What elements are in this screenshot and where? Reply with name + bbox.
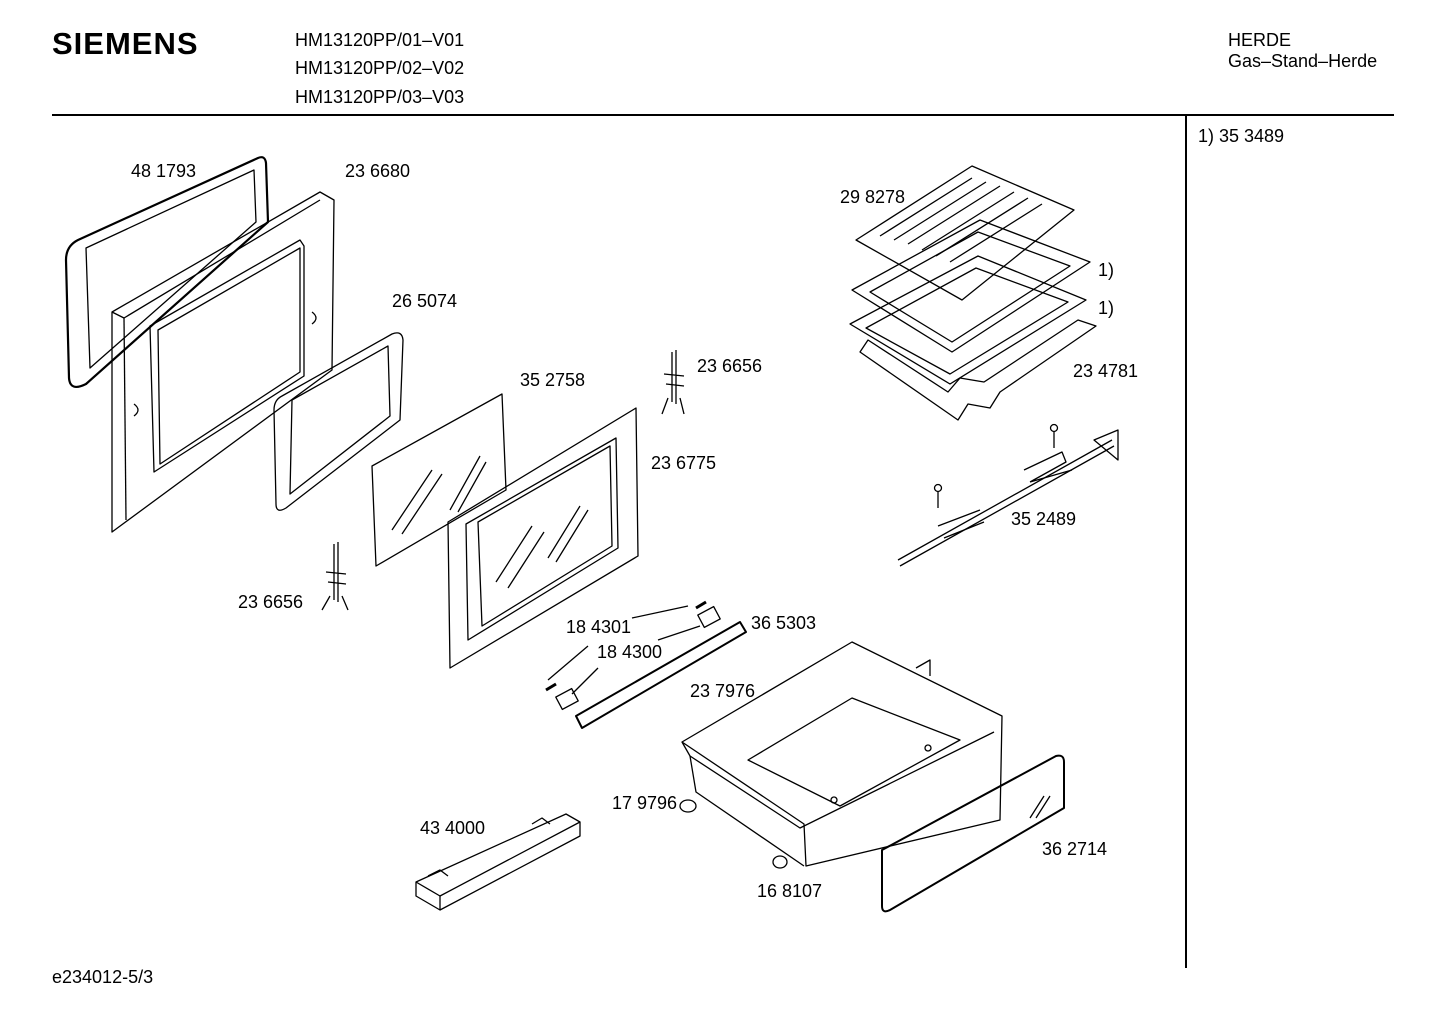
- baking-tray-lower-drawing: [849, 255, 1087, 385]
- door-handle-drawing: [545, 600, 747, 729]
- drawer-foot-drawing: [679, 799, 788, 869]
- part-label-298278: 29 8278: [840, 187, 906, 207]
- cover-strip-drawing: [415, 813, 581, 911]
- part-label-352489: 35 2489: [1011, 509, 1077, 529]
- part-label-236775: 23 6775: [651, 453, 717, 473]
- category-title: HERDE: [1228, 30, 1292, 50]
- part-label-236656-top: 23 6656: [697, 356, 763, 376]
- part-label-236680: 23 6680: [345, 161, 411, 181]
- inner-door-panel-drawing: [111, 191, 335, 533]
- part-label-352758: 35 2758: [520, 370, 586, 390]
- part-label-168107: 16 8107: [757, 881, 823, 901]
- footnote-1: 1) 35 3489: [1198, 126, 1285, 146]
- part-label-184301: 18 4301: [566, 617, 632, 637]
- part-ref-1-lower: 1): [1098, 298, 1115, 318]
- rotisserie-spit-drawing: [897, 423, 1119, 567]
- brand-logo: SIEMENS: [52, 26, 199, 61]
- inner-glass-drawing: [273, 332, 404, 511]
- baking-tray-upper-drawing: [851, 219, 1091, 353]
- hinge-bottom-drawing: [321, 542, 349, 611]
- part-label-237976: 23 7976: [690, 681, 756, 701]
- leader-lines: [547, 605, 701, 695]
- part-ref-1-upper: 1): [1098, 260, 1115, 280]
- part-label-434000: 43 4000: [420, 818, 486, 838]
- part-label-184300: 18 4300: [597, 642, 663, 662]
- model-number-3: HM13120PP/03–V03: [295, 87, 465, 107]
- category-subtitle: Gas–Stand–Herde: [1228, 51, 1378, 71]
- part-label-179796: 17 9796: [612, 793, 678, 813]
- model-number-1: HM13120PP/01–V01: [295, 30, 465, 50]
- part-label-234781: 23 4781: [1073, 361, 1139, 381]
- glass-pane-drawing: [371, 393, 507, 567]
- door-seal-drawing: [64, 156, 270, 389]
- part-label-236656-bottom: 23 6656: [238, 592, 304, 612]
- part-label-365303: 36 5303: [751, 613, 817, 633]
- grease-tray-drawing: [859, 319, 1097, 421]
- model-number-2: HM13120PP/02–V02: [295, 58, 465, 78]
- storage-drawer-drawing: [681, 641, 1003, 867]
- header-divider: [52, 114, 1394, 116]
- drawing-code: e234012-5/3: [52, 967, 154, 987]
- drawer-front-drawing: [881, 754, 1065, 913]
- notes-divider: [1185, 116, 1187, 968]
- hinge-top-drawing: [661, 350, 685, 415]
- outer-door-drawing: [447, 407, 639, 669]
- oven-rack-drawing: [855, 165, 1075, 301]
- part-label-362714: 36 2714: [1042, 839, 1108, 859]
- part-label-481793: 48 1793: [131, 161, 197, 181]
- part-label-265074: 26 5074: [392, 291, 458, 311]
